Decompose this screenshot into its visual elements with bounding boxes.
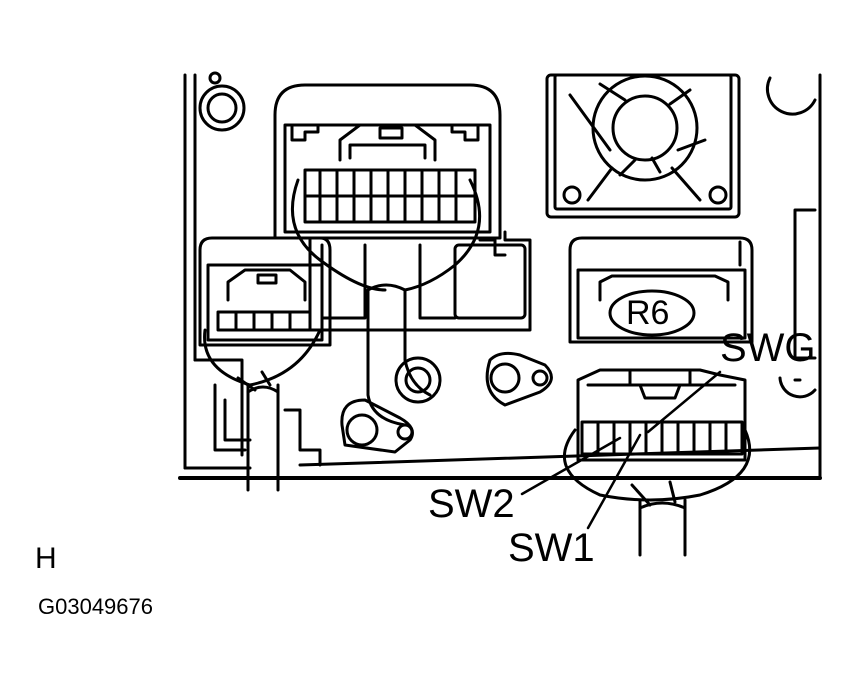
cooling-fan bbox=[547, 75, 739, 217]
panel-outline bbox=[180, 73, 820, 478]
callout-swg: SWG bbox=[720, 326, 816, 370]
upper-connector bbox=[275, 85, 500, 238]
callout-leaders bbox=[522, 372, 720, 528]
callout-sw1: SW1 bbox=[508, 526, 595, 570]
sw2-leader bbox=[522, 438, 620, 494]
r6-connector bbox=[570, 238, 752, 342]
connector-label-r6: R6 bbox=[626, 294, 670, 332]
left-connector bbox=[195, 238, 330, 465]
view-letter: H bbox=[35, 542, 57, 575]
wire-harness bbox=[205, 180, 480, 490]
mounting-tabs bbox=[342, 353, 552, 452]
swg-leader bbox=[648, 372, 720, 432]
figure-code: G03049676 bbox=[38, 594, 153, 619]
sw1-leader bbox=[588, 435, 640, 528]
callout-sw2: SW2 bbox=[428, 482, 515, 526]
middle-connector bbox=[310, 232, 530, 330]
